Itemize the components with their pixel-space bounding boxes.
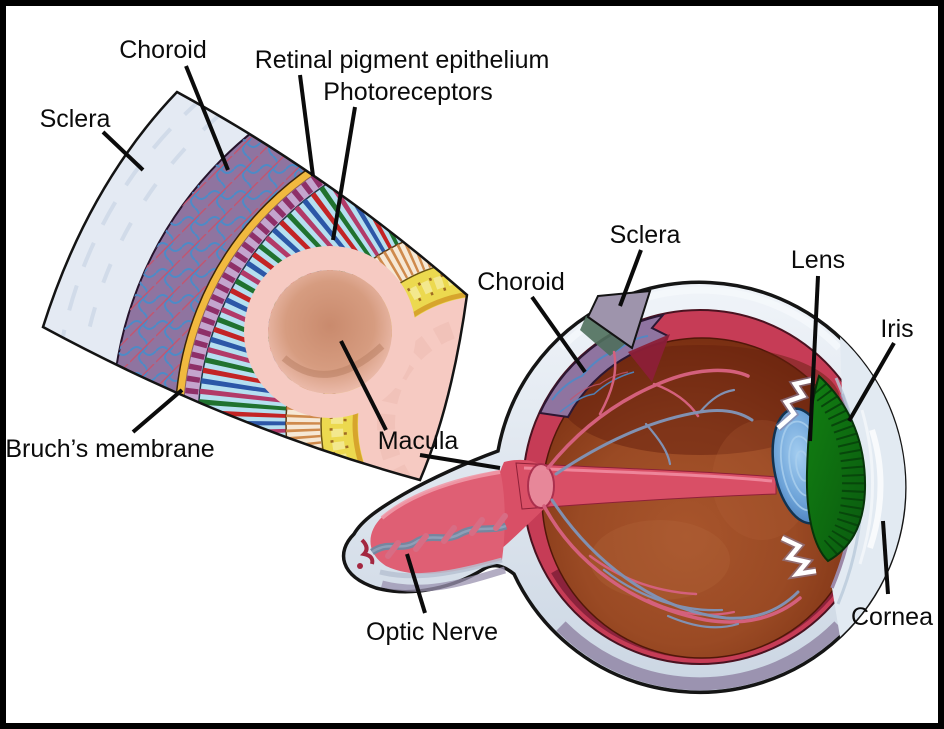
rpe-pointer	[298, 74, 315, 177]
label-sclera-right: Sclera	[610, 221, 681, 249]
retina-magnified-panel	[41, 90, 469, 482]
cornea-highlight	[867, 429, 884, 549]
leader-lines	[101, 65, 896, 614]
label-optic-nerve: Optic Nerve	[366, 618, 498, 646]
retinal-vessels	[542, 350, 802, 629]
nerve-end-vessel	[359, 538, 375, 565]
lens-pointer	[808, 275, 820, 442]
magnified-section-outline	[41, 90, 469, 482]
choroid-band-vessel	[559, 371, 635, 413]
macula-pointer-magnified	[339, 340, 388, 431]
labels: Sclera Choroid Retinal pigment epitheliu…	[5, 36, 933, 646]
label-iris: Iris	[880, 315, 913, 343]
fovea-pit-shadow	[281, 343, 385, 378]
retina-band	[515, 462, 777, 510]
macula-pointer-eyeball	[419, 453, 501, 470]
retina-band-highlight	[523, 466, 773, 483]
zonules-lower	[780, 534, 817, 580]
optic-nerve-pointer	[405, 553, 427, 614]
sclera-outer-shadow	[556, 621, 844, 691]
photoreceptors-pointer	[331, 106, 357, 241]
optic-nerve-head	[527, 463, 555, 509]
label-photoreceptors: Photoreceptors	[323, 78, 493, 106]
inner-retina-texture	[377, 315, 467, 480]
vitreous-light-patch	[590, 520, 730, 600]
label-sclera-left: Sclera	[40, 105, 111, 133]
label-choroid-left: Choroid	[119, 36, 207, 64]
eyeball-panel	[341, 280, 907, 694]
label-choroid-right: Choroid	[477, 268, 565, 296]
nerve-sheath-shadow	[381, 566, 506, 592]
retina-notch	[628, 334, 670, 382]
outer-nuclear-stripes	[286, 224, 467, 480]
sclera-flap	[586, 289, 652, 350]
zonules-upper	[775, 376, 814, 432]
optic-nerve-core-highlight	[380, 470, 501, 520]
label-cornea: Cornea	[851, 603, 933, 631]
macula-halo	[244, 246, 416, 418]
label-bruchs-membrane: Bruch’s membrane	[5, 435, 214, 463]
cornea-highlight	[858, 409, 875, 565]
nerve-sheath-inner-line	[379, 557, 503, 579]
iris-pointer	[847, 342, 896, 422]
cornea-pointer	[881, 520, 890, 595]
inner-retina-layer	[358, 296, 467, 480]
label-macula: Macula	[378, 427, 459, 455]
label-retinal-pigment-epithelium: Retinal pigment epithelium	[255, 46, 550, 74]
sclera-left-pointer	[101, 130, 145, 172]
label-lens: Lens	[791, 246, 845, 274]
choroid-band-vessel	[569, 371, 629, 401]
choroid-right-pointer	[530, 295, 587, 374]
inner-gold-line	[352, 290, 467, 480]
sclera-flap-shadow	[580, 316, 630, 356]
choroid-left-pointer	[184, 65, 230, 171]
optic-nerve-vessel-twists	[385, 513, 508, 559]
nerve-end-vessel-dot	[357, 563, 363, 569]
bruchs-membrane-pointer	[131, 388, 184, 434]
choroid-band	[538, 313, 670, 419]
sclera-right-pointer	[618, 249, 643, 307]
